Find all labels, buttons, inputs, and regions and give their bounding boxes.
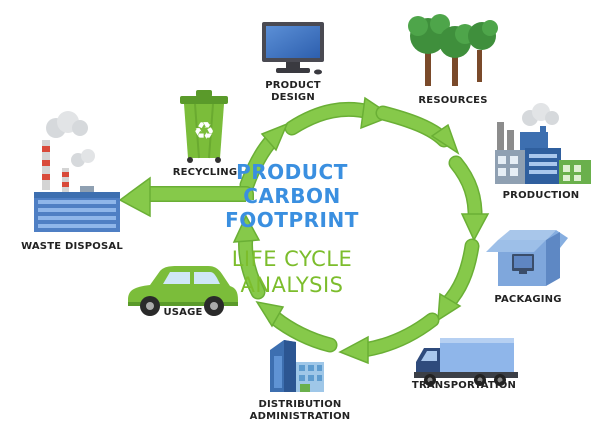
label-transportation: TRANSPORTATION: [411, 380, 517, 391]
cycle-arrow-production-to-packaging: [448, 155, 490, 242]
label-distribution-line-1: DISTRIBUTION: [258, 399, 342, 410]
office-building-icon: [270, 340, 324, 392]
label-resources: RESOURCES: [418, 95, 488, 106]
label-product-design-line-2: DESIGN: [271, 92, 315, 103]
label-packaging: PACKAGING: [494, 294, 562, 305]
cycle-arrow-usage-to-recycling: [232, 214, 266, 300]
cycle-arrow-distribution-to-usage: [255, 300, 338, 353]
center-title-line-2: CARBON: [243, 184, 341, 208]
waste-plant-icon: [34, 111, 120, 232]
truck-icon: [414, 338, 518, 386]
factory-icon: [495, 103, 591, 184]
label-product-design: PRODUCT DESIGN: [265, 80, 321, 104]
label-distribution-line-2: ADMINISTRATION: [249, 411, 351, 422]
center-subtitle-line-1: LIFE CYCLE: [231, 247, 353, 271]
center-title-block: PRODUCT CARBON FOOTPRINT LIFE CYCLE ANAL…: [217, 160, 367, 298]
recycling-bin-icon: ♻: [180, 90, 228, 163]
label-distribution: DISTRIBUTION ADMINISTRATION: [250, 399, 351, 423]
computer-monitor-icon: [262, 22, 324, 75]
label-usage: USAGE: [163, 307, 203, 318]
label-recycling: RECYCLING: [172, 167, 238, 178]
center-subtitle-line-2: ANALYSIS: [240, 273, 344, 297]
label-product-design-line-1: PRODUCT: [265, 80, 321, 91]
cycle-arrow-resources-to-production: [375, 105, 460, 155]
center-title-line-1: PRODUCT: [236, 160, 348, 184]
cycle-arrow-to-waste-disposal: [118, 176, 254, 218]
center-title-line-3: FOOTPRINT: [225, 208, 359, 232]
label-production: PRODUCTION: [502, 190, 580, 201]
cycle-arrow-packaging-to-transportation: [437, 238, 480, 322]
trees-icon: [408, 14, 498, 86]
center-subtitle-block: LIFE CYCLE ANALYSIS: [217, 246, 367, 298]
cycle-arrow-recycling-to-design: [239, 122, 289, 193]
box-icon: [486, 230, 568, 286]
label-waste-disposal: WASTE DISPOSAL: [21, 241, 123, 252]
cycle-arrow-transportation-to-distribution: [338, 312, 440, 365]
svg-text:♻: ♻: [193, 117, 215, 145]
car-icon: [128, 266, 238, 316]
